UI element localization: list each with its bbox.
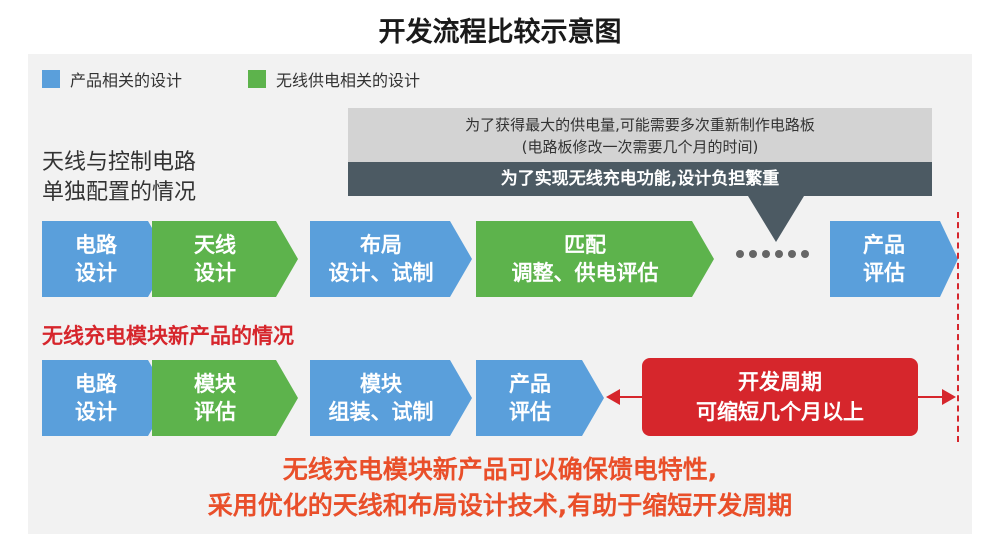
legend-blue-swatch bbox=[42, 70, 60, 88]
s1-step2-line1: 天线 bbox=[194, 233, 236, 257]
s1-step4-line2: 调整、供电评估 bbox=[511, 261, 659, 285]
design-burden-note: 为了实现无线充电功能,设计负担繁重 bbox=[348, 162, 932, 196]
s2-step2-line1: 模块 bbox=[194, 372, 236, 396]
conclusion-line1: 无线充电模块新产品可以确保馈电特性, bbox=[282, 455, 718, 484]
s2-step3-line2: 组装、试制 bbox=[328, 400, 434, 424]
section1-heading: 天线与控制电路 单独配置的情况 bbox=[42, 148, 196, 208]
dot bbox=[749, 250, 757, 258]
s1-step5-line1: 产品 bbox=[863, 233, 905, 257]
conclusion-text: 无线充电模块新产品可以确保馈电特性, 采用优化的天线和布局设计技术,有助于缩短开… bbox=[0, 452, 1000, 524]
s1-step3-line1: 布局 bbox=[360, 233, 402, 257]
cycle-line1: 开发周期 bbox=[738, 370, 822, 394]
conclusion-line2: 采用优化的天线和布局设计技术,有助于缩短开发周期 bbox=[207, 491, 793, 520]
s2-step1-line1: 电路 bbox=[75, 372, 117, 396]
finish-dashed-line bbox=[957, 212, 959, 442]
s1-step2-line2: 设计 bbox=[194, 261, 236, 285]
s1-step-antenna-design: 天线 设计 bbox=[152, 221, 298, 297]
ellipsis-dots bbox=[736, 250, 809, 258]
rework-note-line1: 为了获得最大的供电量,可能需要多次重新制作电路板 bbox=[465, 116, 815, 134]
dot bbox=[762, 250, 770, 258]
s1-step5-line2: 评估 bbox=[863, 261, 905, 285]
legend-product-design-label: 产品相关的设计 bbox=[70, 71, 183, 90]
s1-step-circuit-design: 电路 设计 bbox=[42, 221, 170, 297]
section1-heading-line2: 单独配置的情况 bbox=[42, 180, 197, 205]
s1-step-product-evaluation: 产品 评估 bbox=[830, 221, 958, 297]
rework-note: 为了获得最大的供电量,可能需要多次重新制作电路板 (电路板修改一次需要几个月的时… bbox=[348, 108, 932, 162]
s2-step-product-evaluation: 产品 评估 bbox=[476, 360, 604, 436]
s2-step1-line2: 设计 bbox=[75, 400, 117, 424]
s1-step-matching-evaluation: 匹配 调整、供电评估 bbox=[476, 221, 714, 297]
legend-wireless-design-label: 无线供电相关的设计 bbox=[276, 71, 421, 90]
s2-step-module-assembly: 模块 组装、试制 bbox=[310, 360, 472, 436]
s2-step3-line1: 模块 bbox=[360, 372, 402, 396]
legend-wireless-design: 无线供电相关的设计 bbox=[248, 68, 420, 90]
dot bbox=[801, 250, 809, 258]
section1-heading-line1: 天线与控制电路 bbox=[42, 150, 197, 175]
s1-step4-line1: 匹配 bbox=[564, 233, 606, 257]
cycle-arrow-right-head bbox=[942, 389, 956, 405]
s2-step-circuit-design: 电路 设计 bbox=[42, 360, 170, 436]
legend-green-swatch bbox=[248, 70, 266, 88]
shortened-cycle-box: 开发周期 可缩短几个月以上 bbox=[642, 358, 918, 436]
s1-step-layout-design: 布局 设计、试制 bbox=[310, 221, 472, 297]
cycle-line2: 可缩短几个月以上 bbox=[696, 400, 864, 424]
dot bbox=[775, 250, 783, 258]
dot bbox=[736, 250, 744, 258]
diagram-title: 开发流程比较示意图 bbox=[378, 17, 622, 48]
section2-heading: 无线充电模块新产品的情况 bbox=[42, 324, 294, 348]
s1-step1-line1: 电路 bbox=[75, 233, 117, 257]
cycle-arrow-left-head bbox=[606, 389, 620, 405]
s2-step4-line1: 产品 bbox=[509, 372, 551, 396]
s1-step1-line2: 设计 bbox=[75, 261, 117, 285]
s1-step3-line2: 设计、试制 bbox=[328, 261, 434, 285]
rework-note-line2: (电路板修改一次需要几个月的时间) bbox=[521, 138, 759, 156]
s2-step4-line2: 评估 bbox=[509, 400, 551, 424]
dot bbox=[788, 250, 796, 258]
cycle-arrow-left-line bbox=[612, 396, 644, 398]
s2-step2-line2: 评估 bbox=[194, 400, 236, 424]
s2-step-module-evaluation: 模块 评估 bbox=[152, 360, 298, 436]
cycle-arrow-right-line bbox=[916, 396, 948, 398]
legend-product-design: 产品相关的设计 bbox=[42, 68, 182, 90]
